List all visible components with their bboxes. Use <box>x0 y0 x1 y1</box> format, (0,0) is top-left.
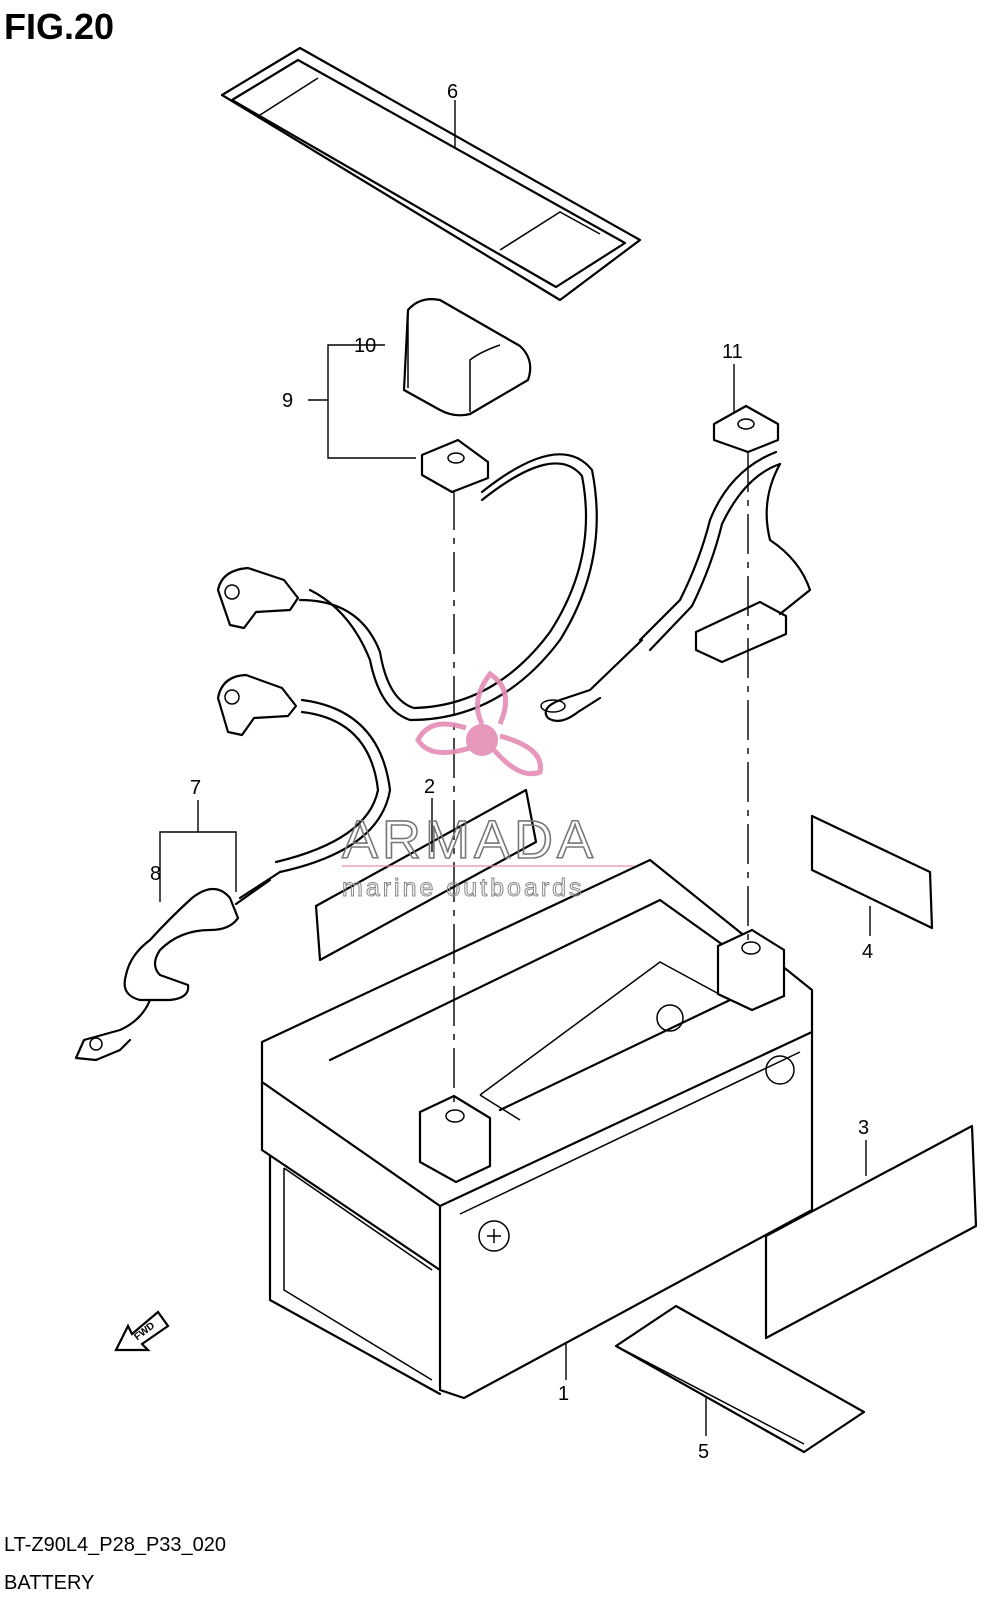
callout-numbers: 6 10 9 11 2 7 8 4 3 1 5 <box>150 81 873 1463</box>
propeller-logo-icon <box>415 670 543 777</box>
assembly-lines <box>453 452 749 1110</box>
figure-code: LT-Z90L4_P28_P33_020 <box>4 1534 227 1556</box>
battery-strap-part[interactable] <box>220 46 642 302</box>
callout-7: 7 <box>190 777 201 799</box>
callout-9: 9 <box>282 390 293 412</box>
forward-arrow-icon: FWD <box>114 1310 170 1352</box>
callout-8: 8 <box>150 863 161 885</box>
callout-leaders <box>159 100 871 1436</box>
callout-3: 3 <box>858 1117 869 1139</box>
watermark: ARMADA marine outboards <box>341 670 634 903</box>
callout-10: 10 <box>354 335 376 357</box>
callout-2: 2 <box>424 776 435 798</box>
spacer-pad-part-2[interactable] <box>314 788 538 962</box>
callout-11: 11 <box>722 341 743 363</box>
callout-6: 6 <box>447 81 458 103</box>
terminal-cover-part[interactable] <box>402 298 532 417</box>
callout-4: 4 <box>862 941 873 963</box>
figure-title: FIG.20 <box>4 6 115 47</box>
pad-part-4[interactable] <box>810 814 934 930</box>
negative-cable-part[interactable] <box>74 673 392 1062</box>
callout-1: 1 <box>558 1383 569 1405</box>
negative-lead-part[interactable] <box>540 404 812 723</box>
battery-part[interactable] <box>260 858 814 1400</box>
pad-part-5[interactable] <box>614 1304 866 1454</box>
positive-cable-part[interactable] <box>216 438 598 722</box>
pad-part-3[interactable] <box>764 1124 978 1340</box>
watermark-name: ARMADA <box>342 810 597 870</box>
watermark-tagline: marine outboards <box>342 874 585 902</box>
figure-name: BATTERY <box>4 1572 95 1594</box>
callout-5: 5 <box>698 1441 709 1463</box>
